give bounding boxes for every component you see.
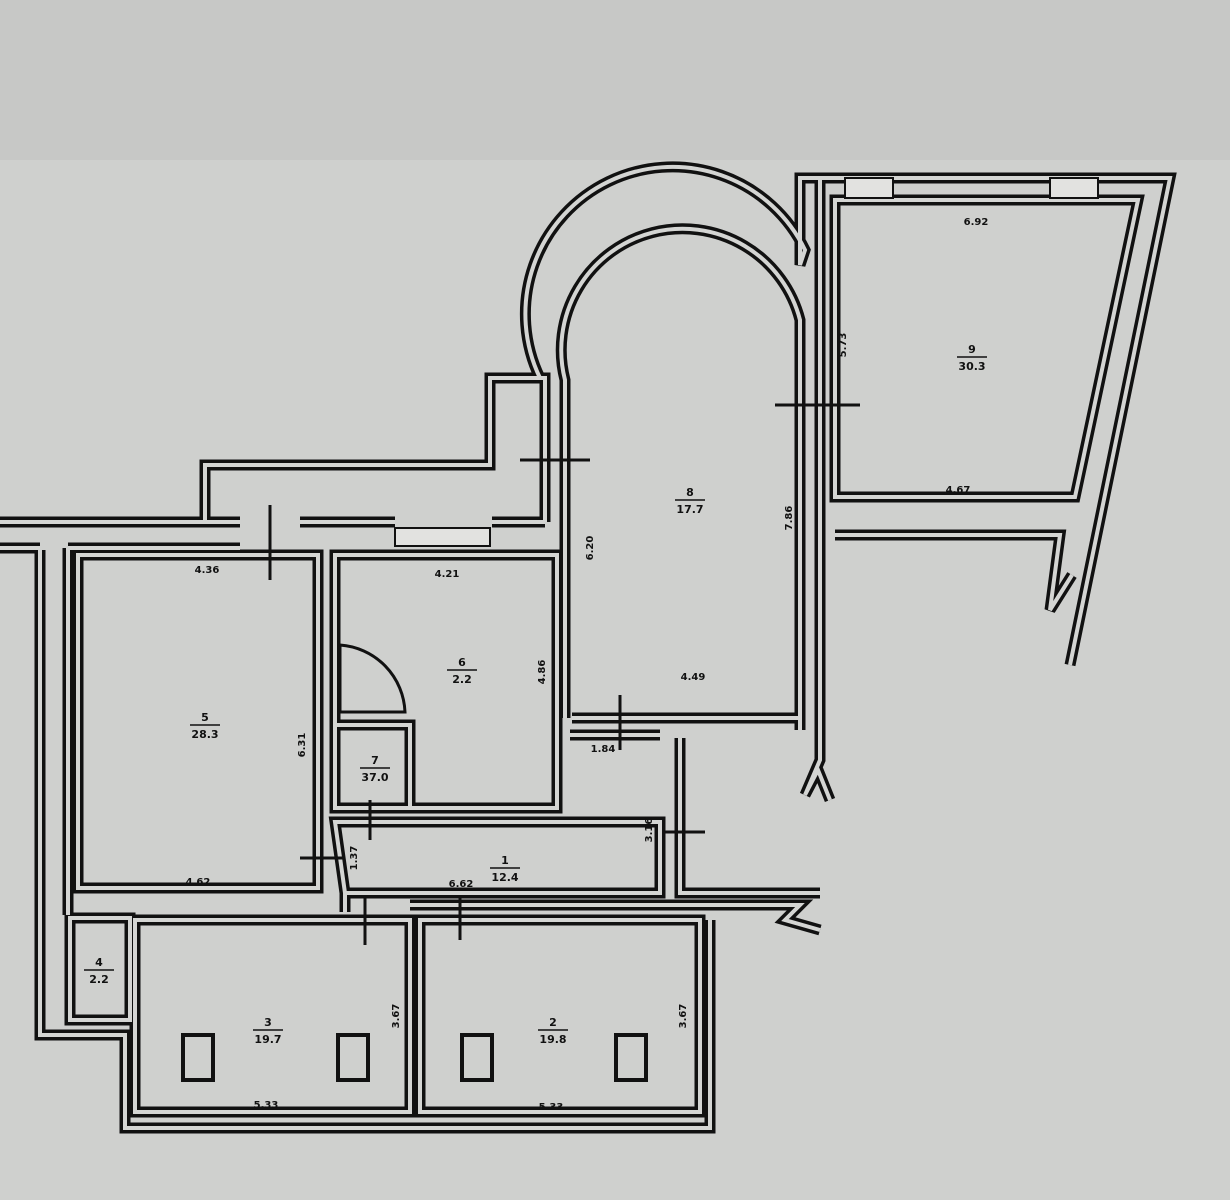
room-number: 1 bbox=[501, 854, 509, 867]
room-number: 6 bbox=[458, 656, 466, 669]
dimension-r7-right: 7.86 bbox=[784, 506, 795, 531]
dimension-r8-side: 4.86 bbox=[537, 660, 548, 685]
room-area: 28.3 bbox=[191, 728, 218, 741]
dimension-r5-side: 6.31 bbox=[297, 733, 308, 758]
dimension-labels: 4.36 6.31 4.62 4.21 4.86 6.20 7.86 4.49 6.92 5.73… bbox=[186, 217, 989, 1113]
room-number: 3 bbox=[264, 1016, 272, 1029]
wall bbox=[332, 820, 662, 895]
room-label-9: 930.3 bbox=[957, 343, 987, 373]
wall bbox=[38, 550, 712, 1130]
background-band bbox=[0, 0, 1230, 160]
room-area: 2.2 bbox=[452, 673, 472, 686]
room-label-3: 319.7 bbox=[253, 1016, 283, 1046]
dimension-r2-bottom: 5.33 bbox=[539, 1102, 564, 1113]
wall bbox=[199, 372, 551, 522]
wall bbox=[203, 376, 547, 522]
wall bbox=[570, 712, 806, 741]
dimension-r2-side: 3.67 bbox=[678, 1004, 689, 1029]
room-area: 12.4 bbox=[491, 871, 518, 884]
room-area: 30.3 bbox=[958, 360, 985, 373]
dimension-r1-right: 3.16 bbox=[644, 818, 655, 843]
dimension-r1-top: 1.84 bbox=[591, 744, 616, 755]
wall bbox=[829, 194, 1145, 503]
wall bbox=[835, 533, 1074, 612]
dimension-r1-left: 1.37 bbox=[349, 846, 360, 871]
wall bbox=[803, 178, 832, 801]
wall bbox=[410, 903, 821, 932]
dimension-r1-bottom: 6.62 bbox=[449, 879, 474, 890]
room-number: 2 bbox=[549, 1016, 557, 1029]
wall bbox=[523, 164, 1173, 666]
dimension-r7-left: 6.20 bbox=[585, 536, 596, 561]
room-area: 19.7 bbox=[254, 1033, 281, 1046]
wall bbox=[335, 723, 412, 808]
room-label-4: 42.2 bbox=[84, 956, 114, 986]
room-label-1: 112.4 bbox=[490, 854, 520, 884]
room-label-2: 219.8 bbox=[538, 1016, 568, 1046]
wall bbox=[133, 918, 412, 1114]
dimension-r7-bottom: 4.49 bbox=[681, 672, 706, 683]
dimension-r5-top: 4.36 bbox=[195, 565, 220, 576]
wall bbox=[68, 916, 132, 1022]
wall bbox=[799, 178, 836, 803]
room-number: 7 bbox=[371, 754, 379, 767]
dimension-r9-top: 6.92 bbox=[964, 217, 989, 228]
room-label-8: 817.7 bbox=[675, 486, 705, 516]
room-label-6: 62.2 bbox=[447, 656, 477, 686]
room-area: 17.7 bbox=[676, 503, 703, 516]
wall bbox=[76, 553, 320, 890]
wall bbox=[833, 198, 1141, 499]
radiators bbox=[181, 1033, 648, 1082]
wall bbox=[418, 918, 702, 1114]
dimension-r9-bottom: 4.67 bbox=[946, 485, 971, 496]
room-label-5: 528.3 bbox=[190, 711, 220, 741]
room-number: 4 bbox=[95, 956, 103, 969]
wall bbox=[414, 914, 706, 1118]
wall bbox=[0, 546, 240, 915]
dimension-r9-side: 5.73 bbox=[838, 333, 849, 358]
room-label-7: 737.0 bbox=[360, 754, 390, 784]
dimension-r5-bottom: 4.62 bbox=[186, 877, 211, 888]
doors-windows bbox=[268, 177, 1099, 945]
room-area: 37.0 bbox=[361, 771, 388, 784]
room-number: 8 bbox=[686, 486, 694, 499]
wall bbox=[129, 914, 416, 1118]
room-area: 2.2 bbox=[89, 973, 109, 986]
walls bbox=[0, 161, 1177, 1134]
dimension-r3-bottom: 5.33 bbox=[254, 1100, 279, 1111]
room-number: 5 bbox=[201, 711, 209, 724]
dimension-r3-side: 3.67 bbox=[391, 1004, 402, 1029]
room-labels: 112.4219.8319.742.2528.362.2737.0817.793… bbox=[84, 343, 987, 1046]
wall bbox=[343, 738, 820, 912]
wall bbox=[835, 529, 1077, 613]
room-area: 19.8 bbox=[539, 1033, 566, 1046]
room-number: 9 bbox=[968, 343, 976, 356]
dimension-r8-top: 4.21 bbox=[435, 569, 460, 580]
wall bbox=[72, 549, 324, 894]
wall bbox=[559, 226, 802, 718]
wall bbox=[64, 912, 136, 1026]
wall bbox=[555, 223, 806, 718]
